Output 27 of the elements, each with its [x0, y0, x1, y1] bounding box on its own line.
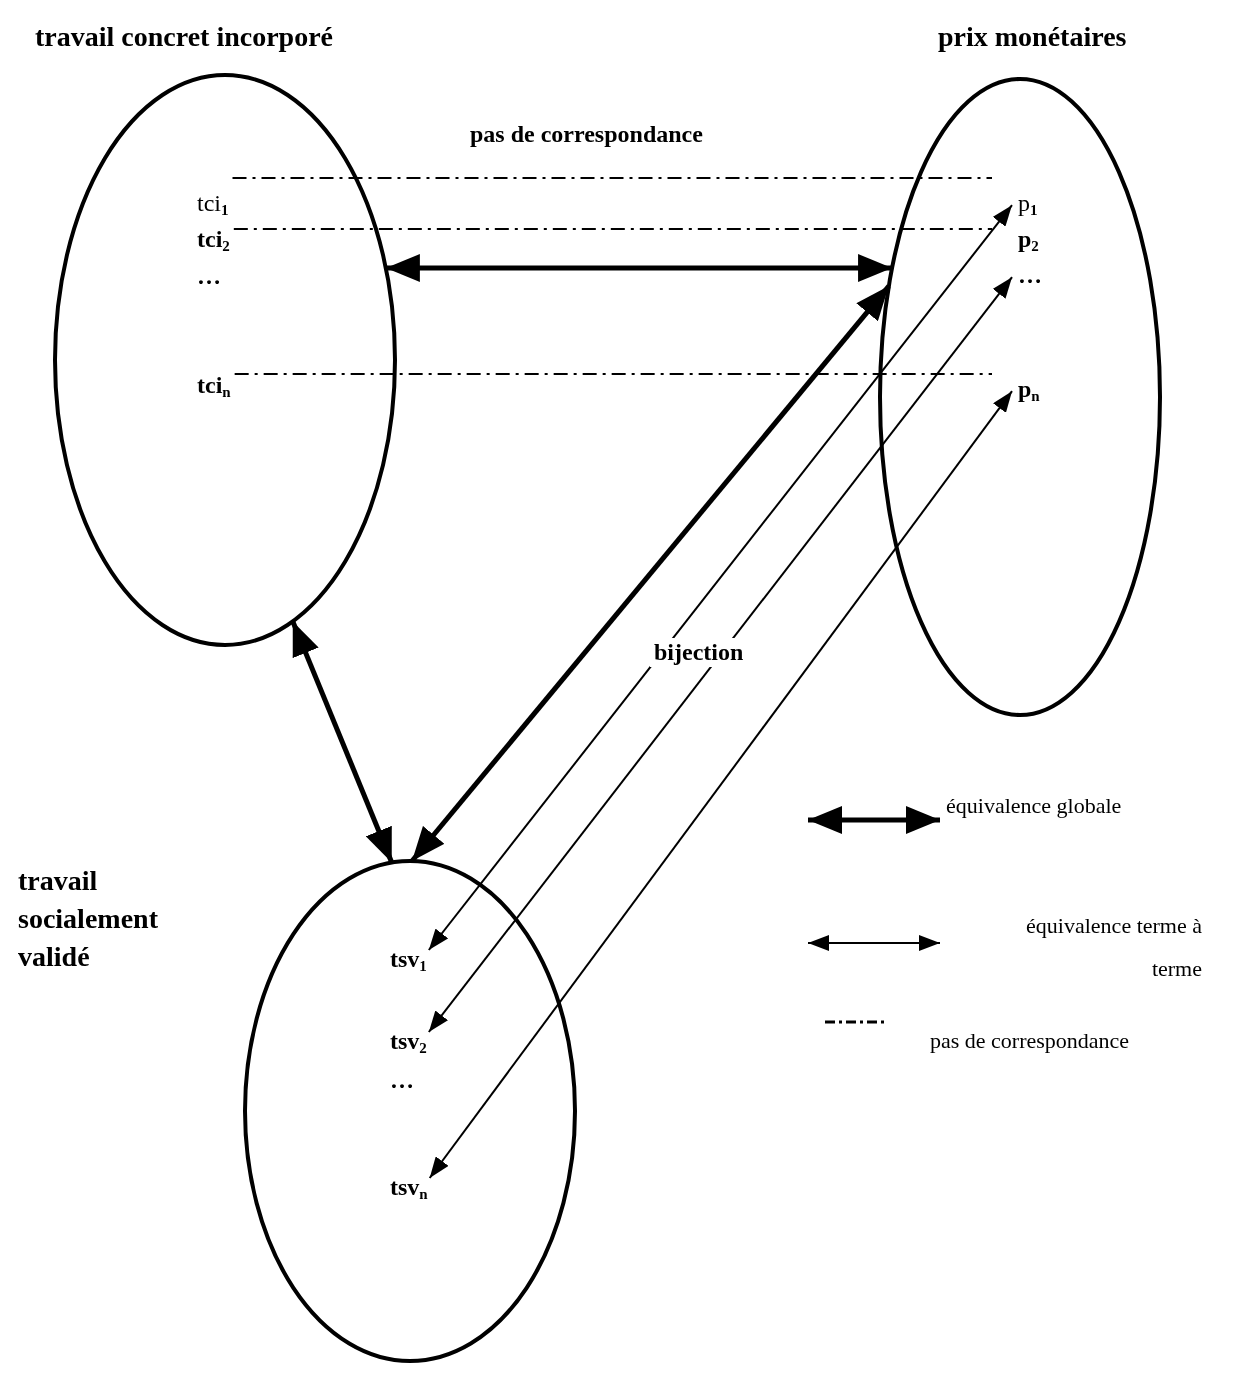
- dash-dot-line: [231, 177, 993, 179]
- double-arrow: [427, 276, 1013, 1033]
- set-element: tsv$_{n}$: [390, 1174, 428, 1202]
- set-element: p$_{2}$: [1018, 226, 1039, 254]
- annotation-text: pas de correspondance: [470, 120, 703, 149]
- legend-text: équivalence globale: [946, 792, 1123, 820]
- set-heading: travail socialement validé: [18, 864, 159, 974]
- double-arrow: [290, 620, 395, 864]
- set-element: …: [1018, 262, 1042, 290]
- annotation-text: …: [197, 262, 221, 291]
- dash-dot-line: [233, 373, 993, 375]
- annotation-text: …: [390, 1066, 414, 1095]
- legend-text: équivalence terme à terme: [1025, 912, 1202, 983]
- set-element: p$_{n}$: [1018, 376, 1040, 404]
- set-element: tsv$_{2}$: [390, 1028, 427, 1056]
- double-arrow: [428, 390, 1013, 1179]
- set-element: tci$_{n}$: [197, 372, 231, 400]
- dash-dot-line: [232, 228, 993, 230]
- set-element: tci$_{2}$: [197, 226, 230, 254]
- double-arrow: [385, 254, 893, 282]
- set-element: tci$_{1}$: [197, 190, 229, 218]
- double-arrow: [427, 204, 1013, 951]
- set-heading: travail concret incorporé: [35, 20, 335, 54]
- set-element: p$_{1}$: [1018, 190, 1038, 218]
- set-heading: prix monétaires: [938, 20, 1128, 54]
- legend-text: pas de correspondance: [930, 1027, 1131, 1055]
- set-element: tsv$_{1}$: [390, 946, 427, 974]
